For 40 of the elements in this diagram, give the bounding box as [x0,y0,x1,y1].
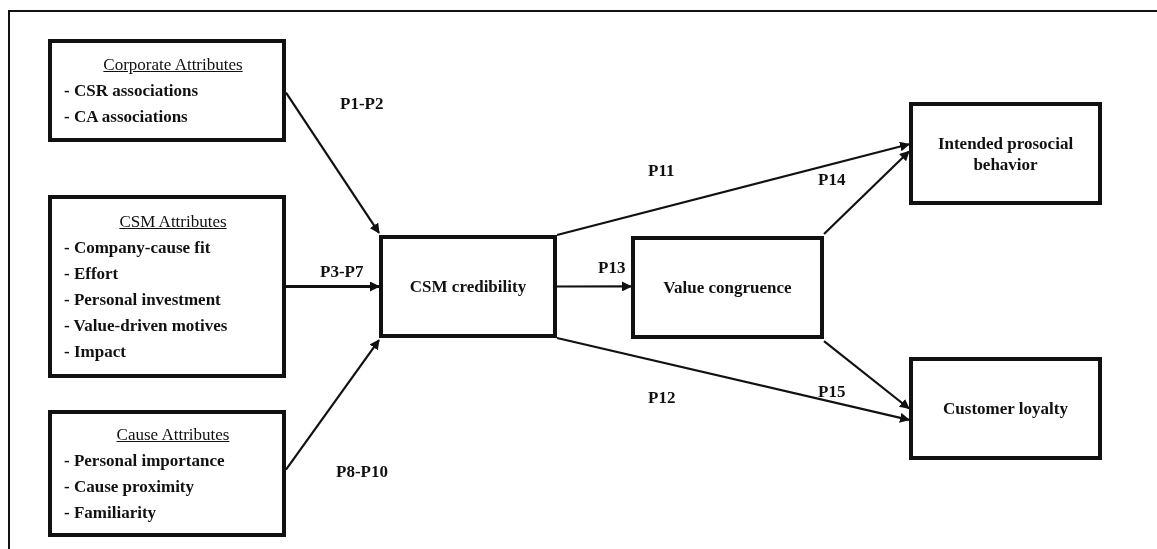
arrow [285,91,380,234]
construct-box [909,102,1102,205]
edge-label: P14 [818,170,846,190]
arrow [286,281,380,292]
attribute-item: - Personal investment [64,288,221,311]
attribute-item: - Familiarity [64,501,157,524]
attribute-item: - CSR associations [64,79,199,102]
arrow [285,339,380,471]
node-label: Intended prosocial behavior [936,132,1075,175]
edge-label: P11 [648,161,675,181]
arrow [823,150,910,235]
attribute-item: - Impact [64,340,126,363]
group-heading: Cause Attributes [116,423,230,446]
arrow [556,141,910,237]
attribute-item: - Value-driven motives [64,314,228,337]
construct-box [48,39,286,142]
edge-label: P8-P10 [336,462,388,482]
edge-label: P1-P2 [340,94,384,114]
arrow [823,340,910,410]
attribute-item: - Cause proximity [64,475,194,498]
node-label: Customer loyalty [943,398,1068,419]
node-label: Value congruence [663,277,792,298]
group-heading: CSM Attributes [119,210,227,233]
construct-box [631,236,824,339]
edge-label: P15 [818,382,846,402]
construct-box [909,357,1102,460]
arrow [557,281,632,292]
arrow [556,336,910,423]
edge-label: P3-P7 [320,262,364,282]
construct-box [379,235,557,338]
edge-label: P13 [598,258,626,278]
edge-label: P12 [648,388,676,408]
attribute-item: - Personal importance [64,449,225,472]
construct-box [48,195,286,378]
group-heading: Corporate Attributes [103,53,243,76]
attribute-item: - Company-cause fit [64,236,211,259]
node-label: CSM credibility [409,276,527,297]
attribute-item: - CA associations [64,105,188,128]
attribute-item: - Effort [64,262,119,285]
construct-box [48,410,286,537]
